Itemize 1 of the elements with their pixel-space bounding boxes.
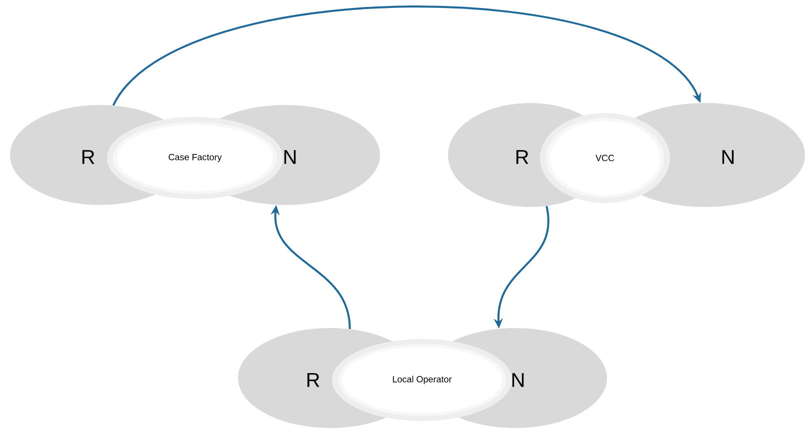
arrow xyxy=(112,6,702,106)
